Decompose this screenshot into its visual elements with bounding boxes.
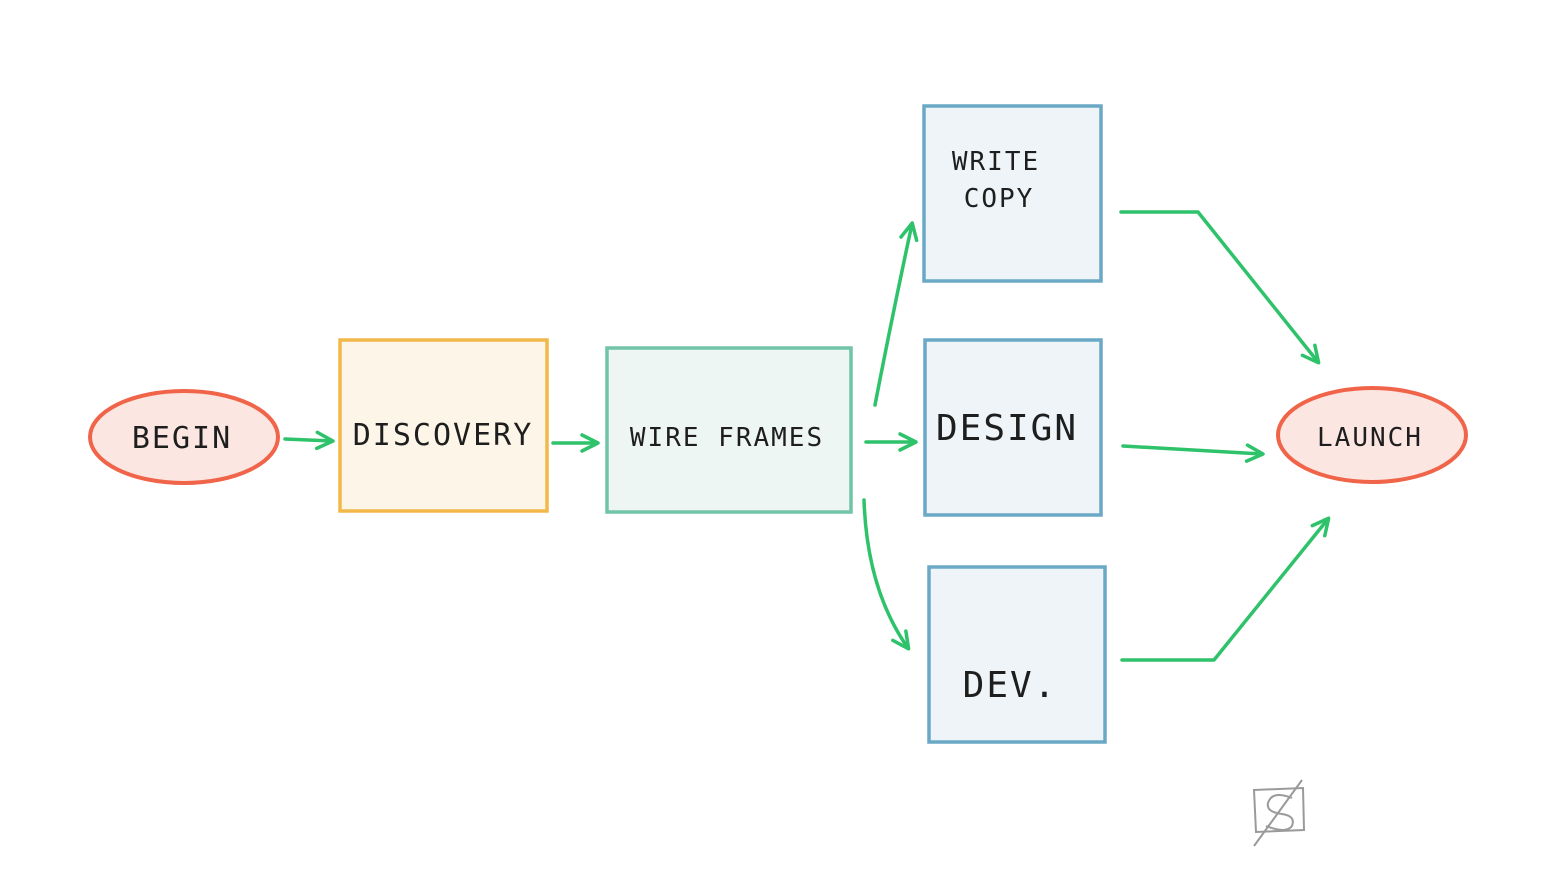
wireframes-label: WIRE FRAMES [630, 423, 824, 453]
wireframes-box [605, 346, 853, 514]
arrow-design-to-launch [1121, 443, 1265, 463]
begin-label: BEGIN [132, 421, 232, 456]
arrow-write-copy-to-launch [1119, 210, 1321, 365]
discovery-node: DISCOVERY [338, 338, 549, 513]
dev-label: DEV. [963, 665, 1058, 706]
discovery-label: DISCOVERY [353, 418, 534, 453]
write-copy-label-line2: COPY [964, 184, 1035, 214]
design-box [923, 338, 1103, 517]
launch-oval [1276, 386, 1468, 484]
dev-box [927, 565, 1107, 744]
design-node: DESIGN [923, 338, 1103, 517]
write-copy-node: WRITE COPY [922, 104, 1103, 283]
launch-label: LAUNCH [1317, 423, 1423, 453]
wireframes-node: WIRE FRAMES [605, 346, 853, 514]
write-copy-label-line1: WRITE [952, 147, 1040, 177]
arrow-wireframes-to-write-copy [873, 221, 919, 407]
arrow-wireframes-to-dev [862, 498, 911, 651]
arrow-begin-to-discovery [283, 430, 335, 451]
discovery-box [338, 338, 549, 513]
design-label: DESIGN [936, 408, 1078, 449]
launch-node: LAUNCH [1276, 386, 1468, 484]
begin-oval [88, 389, 280, 485]
arrow-dev-to-launch [1120, 516, 1331, 662]
dev-node: DEV. [927, 565, 1107, 744]
arrows [283, 210, 1331, 662]
write-copy-box [922, 104, 1103, 283]
signature-s-logo-icon [1252, 779, 1306, 847]
begin-node: BEGIN [88, 389, 280, 485]
